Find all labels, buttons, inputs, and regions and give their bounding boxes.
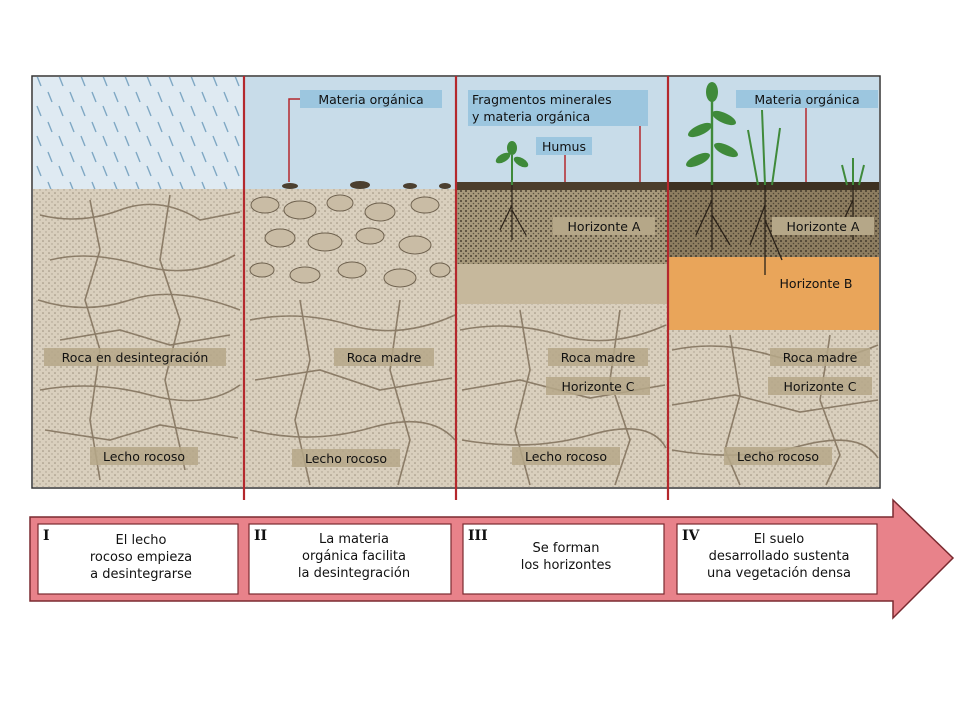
label-bg <box>546 377 650 395</box>
panel-4-humus-layer <box>669 182 879 190</box>
panel-4-organic-label: Materia orgánica <box>754 92 859 107</box>
step-4-line-1: El suelo <box>754 532 805 547</box>
panel-3-humus-label: Humus <box>542 139 586 154</box>
panel-3-roots <box>499 185 527 240</box>
panel-3-bedrock-label: Lecho rocoso <box>525 449 607 464</box>
panel-4-parent-label: Roca madre <box>783 350 858 365</box>
step-box-2: II La materia orgánica facilita la desin… <box>248 523 452 595</box>
panel-2-bedrock-label: Lecho rocoso <box>305 451 387 466</box>
panel-4-horizon-b-label: Horizonte B <box>780 276 853 291</box>
label-bg <box>334 348 434 366</box>
step-2-line-3: la desintegración <box>298 566 410 581</box>
label-bg <box>736 90 878 108</box>
label-bg <box>90 447 198 465</box>
label-bg <box>292 449 400 467</box>
label-bg <box>770 348 870 366</box>
step-3-line-1: Se forman <box>533 541 600 556</box>
label-bg <box>536 137 592 155</box>
label-bg <box>772 217 874 235</box>
step-2-line-2: orgánica facilita <box>302 549 406 564</box>
panel-3-transition <box>457 264 668 304</box>
step-1-line-2: rocoso empieza <box>90 550 192 565</box>
panel-2 <box>245 77 456 487</box>
panel-1-rain <box>33 77 244 189</box>
label-bg <box>548 348 648 366</box>
panel-4-horizon-b <box>669 257 879 330</box>
step-1-line-1: El lecho <box>116 533 167 548</box>
label-bg <box>300 90 442 108</box>
label-bg <box>553 217 655 235</box>
step-3-numeral: III <box>468 528 488 544</box>
panel-3-fragments-label-1: Fragmentos minerales <box>472 92 612 107</box>
step-3-line-2: los horizontes <box>521 558 612 573</box>
step-box-1: I El lecho rocoso empieza a desintegrars… <box>37 523 239 595</box>
step-1-line-3: a desintegrarse <box>90 567 192 582</box>
panel-3-seedling <box>495 141 529 185</box>
panel-3-parent-label: Roca madre <box>561 350 636 365</box>
step-2-line-1: La materia <box>319 532 389 547</box>
step-2-numeral: II <box>254 528 267 544</box>
panel-2-organic-label: Materia orgánica <box>318 92 423 107</box>
step-box-3: III Se forman los horizontes <box>462 523 665 595</box>
panel-3-humus-layer <box>457 182 668 190</box>
panel-3-horizon-a-label: Horizonte A <box>568 219 641 234</box>
panel-2-parent-label: Roca madre <box>347 350 422 365</box>
panel-1 <box>33 77 244 487</box>
step-box-4: IV El suelo desarrollado sustenta una ve… <box>676 523 878 595</box>
panel-4-bedrock-label: Lecho rocoso <box>737 449 819 464</box>
panel-4-plants <box>686 82 865 186</box>
step-4-line-3: una vegetación densa <box>707 566 851 581</box>
panel-1-bedrock-label: Lecho rocoso <box>103 449 185 464</box>
panel-1-rock-label: Roca en desintegración <box>62 350 209 365</box>
panel-4-horizon-a-label: Horizonte A <box>787 219 860 234</box>
label-bg <box>44 348 226 366</box>
step-4-line-2: desarrollado sustenta <box>709 549 850 564</box>
step-4-numeral: IV <box>682 528 701 544</box>
label-bg <box>724 447 832 465</box>
panel-2-fragments <box>249 194 451 288</box>
panel-1-cracks <box>37 194 241 481</box>
panel-2-surface-debris <box>282 181 451 189</box>
panel-dividers <box>242 76 670 500</box>
panel-4-horizon-c-label: Horizonte C <box>783 379 856 394</box>
panel-3-horizon-c-label: Horizonte C <box>561 379 634 394</box>
label-bg <box>512 447 620 465</box>
step-1-numeral: I <box>43 528 50 544</box>
panel-3-fragments-label-2: y materia orgánica <box>472 109 590 124</box>
label-bg <box>468 90 648 126</box>
label-bg <box>768 377 872 395</box>
